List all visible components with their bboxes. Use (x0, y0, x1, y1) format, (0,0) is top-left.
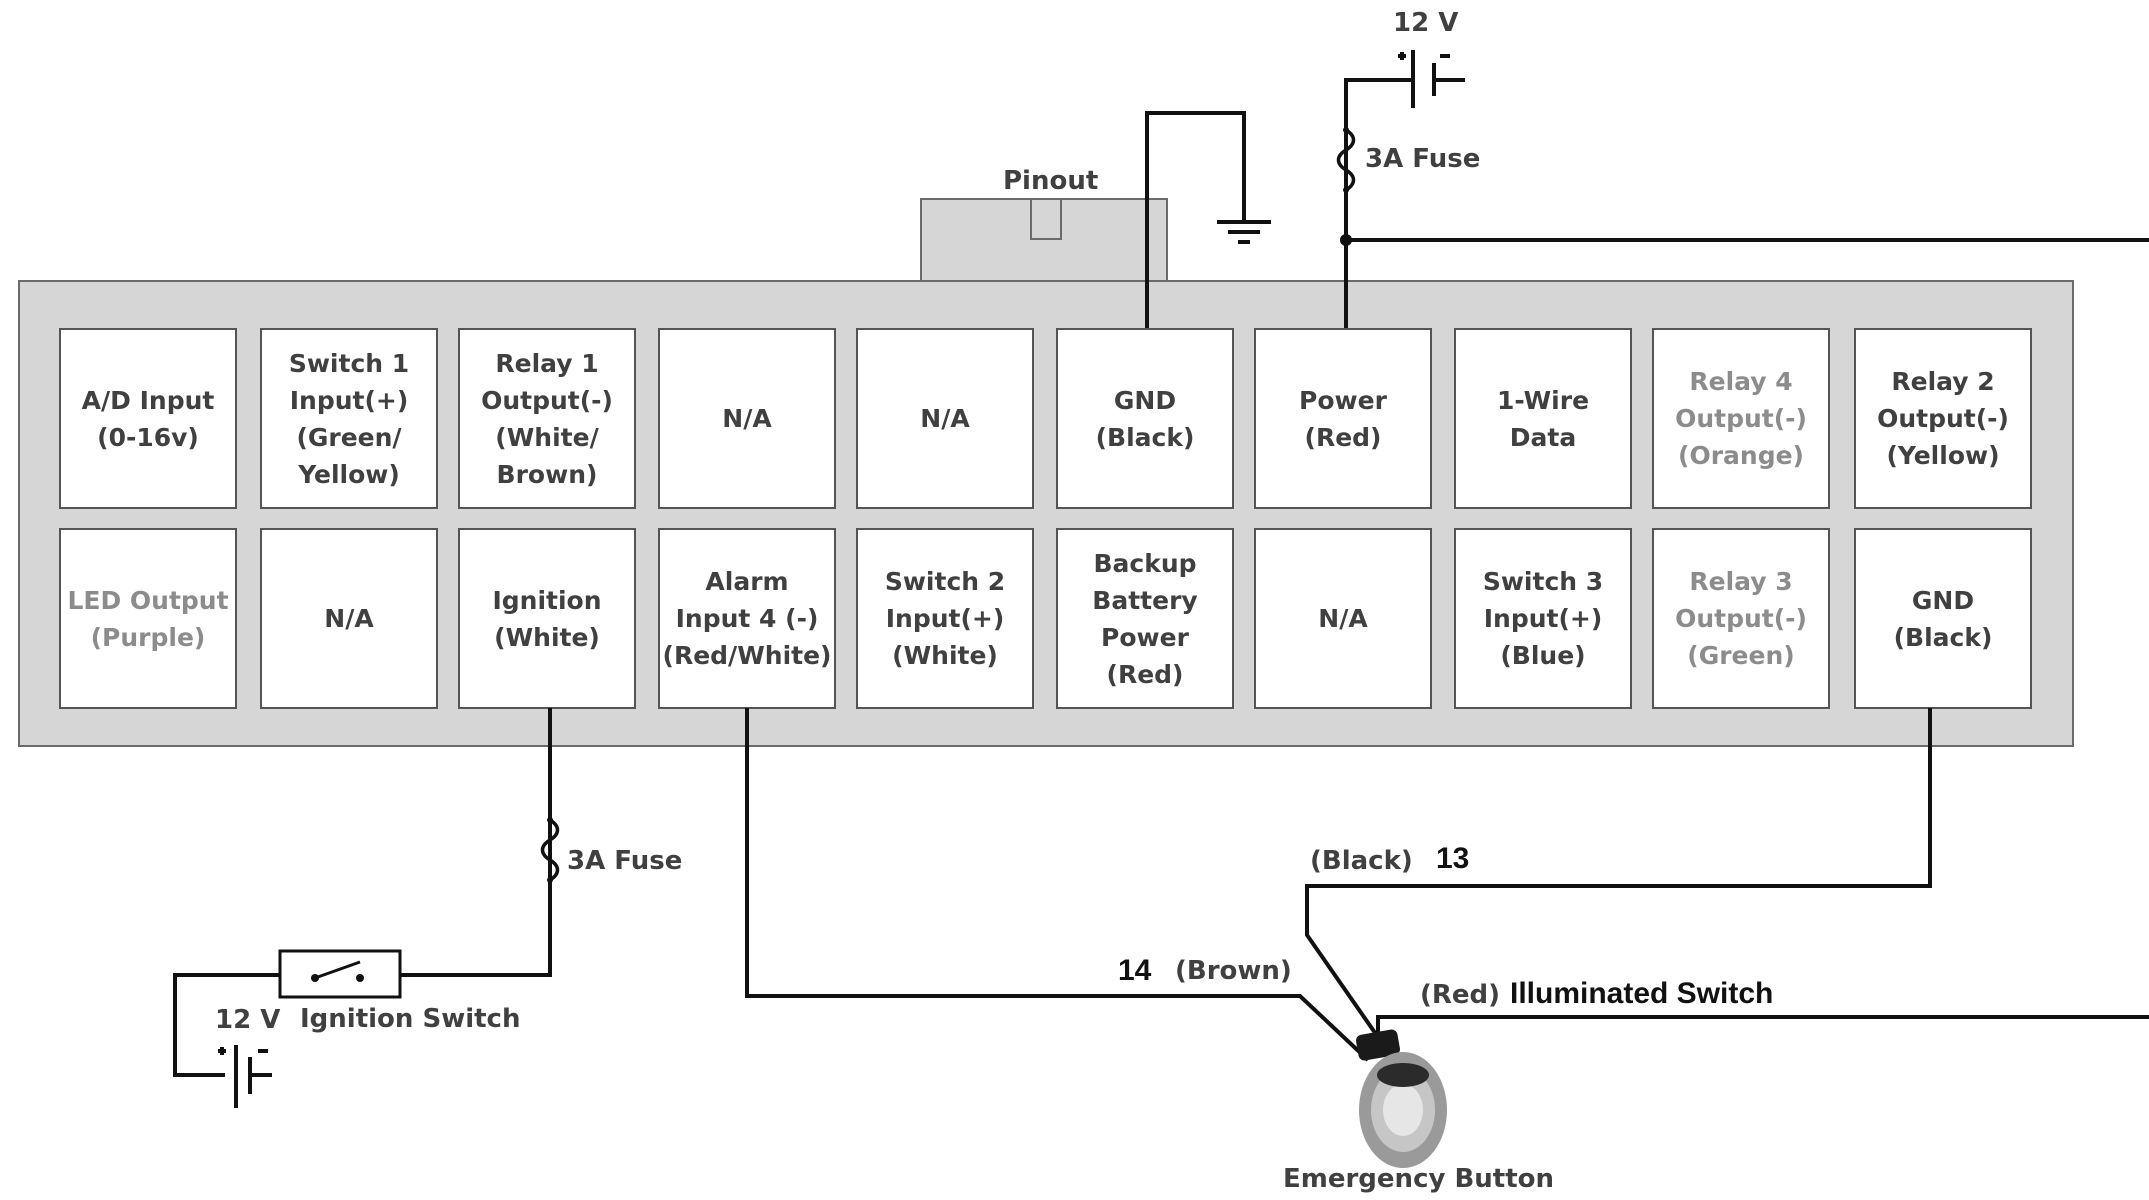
pin-led-output: LED Output (Purple) (59, 528, 237, 709)
pinout-label: Pinout (1003, 166, 1099, 196)
power-wire (1344, 78, 1413, 328)
ignition-switch-label: Ignition Switch (300, 1004, 521, 1034)
pin-ignition: Ignition (White) (458, 528, 636, 709)
ground-wire (1145, 111, 1246, 328)
pin-14-label: 14 (1118, 954, 1152, 987)
emergency-button-icon (1356, 1029, 1447, 1168)
pin-ad-input: A/D Input (0-16v) (59, 328, 237, 509)
pin-switch1-input: Switch 1 Input(+) (Green/ Yellow) (260, 328, 438, 509)
button-red-wire (1376, 1015, 2149, 1040)
pin-power: Power (Red) (1254, 328, 1432, 509)
emergency-button-label: Emergency Button (1283, 1164, 1555, 1194)
pin-gnd: GND (Black) (1056, 328, 1234, 509)
pin-na: N/A (1254, 528, 1432, 709)
ignition-voltage-label: 12 V (215, 1005, 281, 1035)
top-voltage-label: 12 V (1393, 8, 1459, 38)
fuse-icon (1336, 128, 1356, 192)
ignition-fuse-label: 3A Fuse (567, 846, 683, 876)
button-ground-wire (1305, 708, 1932, 1042)
pin-na: N/A (658, 328, 836, 509)
top-fuse-label: 3A Fuse (1365, 144, 1481, 174)
brown-wire-label: (Brown) (1175, 956, 1292, 986)
pin-backup-battery: Backup Battery Power (Red) (1056, 528, 1234, 709)
fuse-icon (540, 818, 560, 882)
pin-na: N/A (856, 328, 1034, 509)
pin-relay2-output: Relay 2 Output(-) (Yellow) (1854, 328, 2032, 509)
ignition-wire (400, 708, 552, 977)
connector-notch (1030, 200, 1062, 240)
ignition-switch-icon (278, 949, 402, 999)
pin-relay3-output: Relay 3 Output(-) (Green) (1652, 528, 1830, 709)
alarm-wire (745, 708, 1370, 1062)
illuminated-switch-label: Illuminated Switch (1510, 977, 1774, 1010)
black-wire-label: (Black) (1310, 846, 1413, 876)
pin-switch2-input: Switch 2 Input(+) (White) (856, 528, 1034, 709)
pin-1wire-data: 1-Wire Data (1454, 328, 1632, 509)
pin-relay1-output: Relay 1 Output(-) (White/ Brown) (458, 328, 636, 509)
pin-relay4-output: Relay 4 Output(-) (Orange) (1652, 328, 1830, 509)
pin-na: N/A (260, 528, 438, 709)
pin-13-label: 13 (1436, 842, 1470, 875)
pin-alarm-input4: Alarm Input 4 (-) (Red/White) (658, 528, 836, 709)
red-wire-label: (Red) (1420, 980, 1501, 1010)
pin-gnd: GND (Black) (1854, 528, 2032, 709)
pin-switch3-input: Switch 3 Input(+) (Blue) (1454, 528, 1632, 709)
